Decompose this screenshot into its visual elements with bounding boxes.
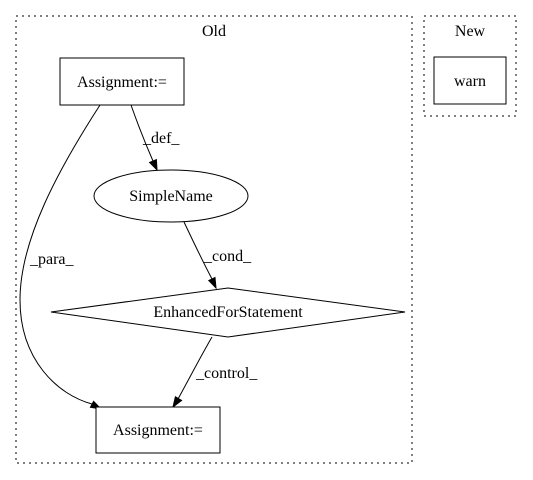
edge-def-arrowhead bbox=[148, 158, 158, 172]
node-simple-name-ellipse bbox=[93, 169, 249, 223]
node-assignment-bottom[interactable]: Assignment:= bbox=[95, 406, 221, 454]
node-assignment-top-label: Assignment:= bbox=[77, 74, 167, 91]
cluster-old-label: Old bbox=[202, 23, 226, 40]
node-warn-box bbox=[433, 56, 507, 105]
edge-cond-line bbox=[183, 221, 213, 280]
node-assignment-bottom-box bbox=[95, 406, 221, 454]
cluster-old-border bbox=[15, 15, 413, 464]
edge-def: _def_ bbox=[130, 104, 180, 172]
edge-cond-label: _cond_ bbox=[203, 248, 252, 265]
edge-control-line bbox=[177, 336, 213, 400]
node-warn[interactable]: warn bbox=[433, 56, 507, 105]
edge-para: _para_ bbox=[19, 104, 103, 410]
node-enhanced-for-label: EnhancedForStatement bbox=[153, 304, 303, 321]
node-simple-name-label: SimpleName bbox=[129, 188, 213, 205]
node-enhanced-for-diamond bbox=[50, 287, 406, 338]
edge-control-arrowhead bbox=[172, 396, 183, 409]
edge-para-label: _para_ bbox=[29, 251, 75, 268]
edge-cond-arrowhead bbox=[207, 276, 217, 290]
edge-def-line bbox=[130, 104, 154, 162]
node-simple-name[interactable]: SimpleName bbox=[93, 169, 249, 223]
edge-control-label: _control_ bbox=[195, 365, 258, 382]
edge-def-label: _def_ bbox=[142, 130, 180, 147]
cluster-new-label: New bbox=[455, 23, 486, 40]
node-enhanced-for-statement[interactable]: EnhancedForStatement bbox=[50, 287, 406, 338]
node-assignment-bottom-label: Assignment:= bbox=[113, 422, 203, 439]
cluster-new: New bbox=[423, 15, 517, 117]
edge-control: _control_ bbox=[172, 336, 258, 409]
node-assignment-top[interactable]: Assignment:= bbox=[59, 57, 185, 106]
cluster-old: Old bbox=[15, 15, 413, 464]
node-warn-label: warn bbox=[454, 73, 486, 90]
edge-cond: _cond_ bbox=[183, 221, 252, 290]
node-assignment-top-box bbox=[59, 57, 185, 106]
edge-para-line bbox=[19, 104, 101, 405]
